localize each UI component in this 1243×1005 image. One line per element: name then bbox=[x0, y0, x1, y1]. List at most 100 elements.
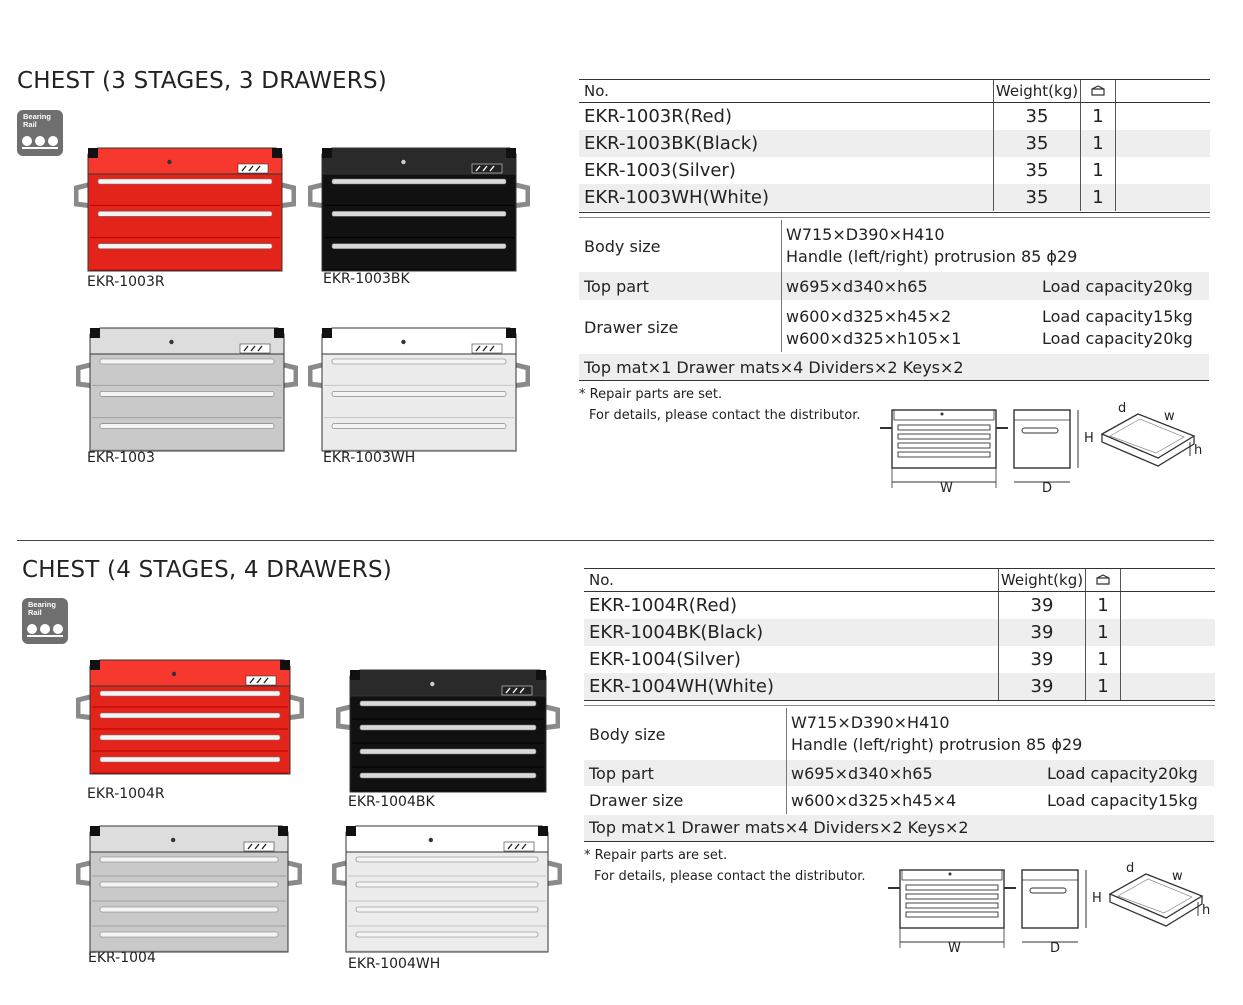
badge-line2: Rail bbox=[28, 608, 42, 617]
dim-label-w: W bbox=[948, 941, 961, 956]
spec-drawer-load-1: Load capacity15kg bbox=[1047, 791, 1198, 810]
side-handle bbox=[541, 859, 562, 887]
ktc-logo-plate bbox=[243, 841, 275, 852]
drawer-pull bbox=[331, 391, 507, 397]
row-no: EKR-1004(Silver) bbox=[589, 649, 741, 670]
drawer-pull bbox=[355, 881, 539, 888]
spec-top-size: w695×d340×h65 bbox=[786, 277, 928, 296]
badge-line1: Bearing bbox=[23, 112, 51, 121]
side-handle bbox=[336, 703, 357, 731]
drawer-pull bbox=[99, 856, 279, 863]
model-table: No. Weight(kg) EKR-1004R(Red) 39 1 EKR-1… bbox=[584, 568, 1215, 700]
product-image-ekr-1004 bbox=[76, 825, 302, 953]
product-label: EKR-1003WH bbox=[323, 450, 416, 466]
model-table: No. Weight(kg) EKR-1003R(Red) 35 1 EKR-1… bbox=[579, 79, 1210, 211]
section-divider bbox=[17, 540, 1214, 541]
corner-cap bbox=[506, 328, 516, 338]
header-empty bbox=[1115, 79, 1210, 103]
side-handle bbox=[277, 361, 298, 389]
spec-drawer-load-1: Load capacity15kg bbox=[1042, 307, 1193, 326]
drawer-pull bbox=[331, 178, 507, 185]
side-view bbox=[1013, 409, 1071, 469]
row-qty: 1 bbox=[1085, 619, 1121, 646]
side-view bbox=[1021, 869, 1079, 929]
chest-body bbox=[321, 173, 517, 272]
row-no: EKR-1003(Silver) bbox=[584, 160, 736, 181]
spec-accessories: Top mat×1 Drawer mats×4 Dividers×2 Keys×… bbox=[584, 358, 964, 377]
corner-cap bbox=[346, 826, 356, 836]
spec-label-top: Top part bbox=[589, 764, 654, 783]
dim-label-dd: d bbox=[1118, 401, 1126, 416]
drawer-pull bbox=[359, 748, 537, 755]
divider bbox=[579, 212, 1210, 213]
chest-body bbox=[321, 353, 517, 452]
box-icon bbox=[1080, 79, 1116, 103]
table-row: EKR-1004(Silver) 39 1 bbox=[584, 646, 1215, 673]
spec-block: Body size W715×D390×H410 Handle (left/ri… bbox=[579, 220, 1210, 381]
row-qty: 1 bbox=[1080, 130, 1116, 157]
dim-label-h: H bbox=[1084, 431, 1094, 446]
row-weight: 39 bbox=[998, 673, 1086, 700]
spec-accessories: Top mat×1 Drawer mats×4 Dividers×2 Keys×… bbox=[589, 818, 969, 837]
corner-cap bbox=[506, 148, 516, 158]
header-no: No. bbox=[584, 568, 999, 592]
ktc-logo-plate bbox=[503, 841, 535, 852]
product-label: EKR-1004R bbox=[87, 786, 165, 802]
dim-label-d: D bbox=[1050, 941, 1060, 956]
spec-label-top: Top part bbox=[584, 277, 649, 296]
drawer-pull bbox=[355, 931, 539, 938]
spec-body-size: W715×D390×H410 bbox=[791, 713, 950, 732]
corner-cap bbox=[350, 670, 360, 680]
corner-cap bbox=[536, 670, 546, 680]
header-no: No. bbox=[579, 79, 994, 103]
spec-top-row bbox=[579, 272, 1209, 300]
corner-cap bbox=[322, 148, 332, 158]
drawer-pull bbox=[359, 724, 537, 731]
side-handle bbox=[76, 361, 97, 389]
table-row: EKR-1003BK(Black) 35 1 bbox=[579, 130, 1210, 157]
row-weight: 35 bbox=[993, 102, 1081, 130]
spec-top-load: Load capacity20kg bbox=[1047, 764, 1198, 783]
drawer-pull bbox=[359, 772, 537, 779]
dim-label-dw: w bbox=[1164, 409, 1175, 424]
divider bbox=[579, 217, 1210, 218]
row-qty: 1 bbox=[1080, 157, 1116, 184]
drawer-pull bbox=[99, 931, 279, 938]
ktc-logo-mark bbox=[475, 345, 495, 352]
drawer-pull bbox=[97, 243, 273, 249]
corner-cap bbox=[278, 826, 288, 836]
spec-handle: Handle (left/right) protrusion 85 ϕ29 bbox=[786, 247, 1078, 266]
row-weight: 39 bbox=[998, 646, 1086, 673]
corner-cap bbox=[88, 148, 98, 158]
note-contact: For details, please contact the distribu… bbox=[589, 408, 861, 423]
product-image-ekr-1004wh bbox=[332, 825, 562, 953]
drawer-pull bbox=[99, 712, 281, 719]
spec-label-body: Body size bbox=[589, 725, 666, 744]
table-header: No. Weight(kg) bbox=[579, 79, 1210, 103]
dim-label-d: D bbox=[1042, 481, 1052, 496]
table-row: EKR-1004WH(White) 39 1 bbox=[584, 673, 1215, 700]
row-qty: 1 bbox=[1085, 591, 1121, 619]
row-qty: 1 bbox=[1085, 646, 1121, 673]
corner-cap bbox=[90, 826, 100, 836]
product-label: EKR-1003 bbox=[87, 450, 155, 466]
ktc-logo-plate bbox=[471, 343, 503, 354]
table-row: EKR-1003R(Red) 35 1 bbox=[579, 102, 1210, 130]
lock-icon bbox=[428, 837, 434, 843]
box-icon bbox=[1085, 568, 1121, 592]
chest-body bbox=[89, 353, 285, 452]
row-weight: 35 bbox=[993, 184, 1081, 211]
ktc-logo-plate bbox=[245, 675, 277, 686]
ktc-logo-plate bbox=[471, 163, 503, 174]
corner-cap bbox=[538, 826, 548, 836]
spec-top-row bbox=[584, 760, 1214, 786]
dim-label-h: H bbox=[1092, 891, 1102, 906]
divider bbox=[584, 705, 1215, 706]
drawer-pull bbox=[331, 243, 507, 249]
badge-line1: Bearing bbox=[28, 600, 56, 609]
dim-label-dh: h bbox=[1202, 903, 1210, 918]
spec-accessory-row bbox=[579, 354, 1209, 381]
